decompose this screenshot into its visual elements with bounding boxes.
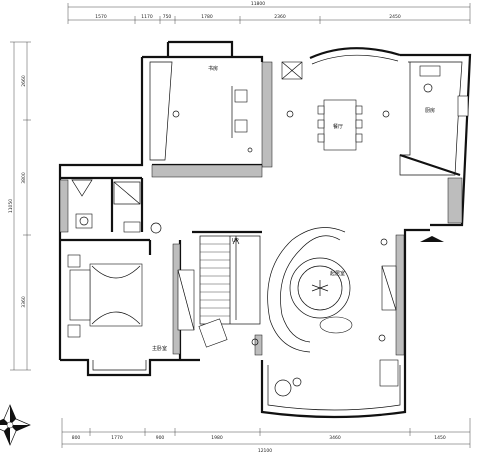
- lounge-chair: [319, 316, 353, 334]
- bottom-dim-seg-5: 3460: [329, 435, 341, 441]
- dining-table: [323, 99, 357, 151]
- compass-icon: [0, 404, 31, 446]
- bed-headboard: [69, 269, 91, 321]
- rug-circle: [289, 257, 351, 319]
- bottom-dim-seg-4: 1980: [211, 435, 223, 441]
- top-dim-seg-4: 1780: [201, 14, 213, 20]
- bath-fixture: [75, 213, 93, 229]
- living-floor-lamp-icon: [251, 338, 259, 346]
- study-chair-1: [234, 89, 248, 103]
- exterior-walls: [58, 40, 472, 419]
- living-light-icon: [382, 110, 390, 118]
- dining-label: 餐厅: [333, 123, 343, 130]
- living-room: 起居室: [198, 227, 397, 353]
- balcony-table-icon: [274, 379, 292, 397]
- dining-light-icon: [286, 110, 294, 118]
- entrance-arrow-icon: [420, 236, 444, 242]
- nightstand-top: [67, 254, 81, 268]
- left-dim-overall: 11050: [8, 199, 14, 213]
- study-room: 书房: [149, 61, 303, 161]
- armchair: [198, 318, 228, 348]
- top-dim-seg-2: 1170: [141, 14, 153, 20]
- kitchen-stove: [457, 95, 469, 117]
- left-dim-seg-1: 2660: [21, 75, 27, 87]
- top-dim-seg-6: 2450: [389, 14, 401, 20]
- living-corner-light-icon: [378, 334, 386, 342]
- master-bedroom-label: 主卧室: [152, 345, 167, 352]
- potted-plant-icon: [311, 280, 329, 296]
- bottom-dim-overall: 12100: [258, 448, 272, 454]
- washbasin: [123, 221, 141, 233]
- balcony-planter: [379, 359, 399, 387]
- study-light-icon: [172, 110, 180, 118]
- dining-area: 餐厅: [286, 99, 390, 151]
- stair-up-label: UP: [232, 238, 239, 244]
- top-dimension-line: 11800 1570 1170 750 1780 2360 2450: [67, 1, 471, 24]
- left-dim-seg-3: 3360: [21, 296, 27, 308]
- kitchen-label: 厨房: [425, 107, 435, 114]
- kitchen-sink: [419, 65, 441, 77]
- living-wall-light-icon: [380, 238, 388, 246]
- left-dim-seg-2: 3800: [21, 172, 27, 184]
- study-chair-2: [234, 119, 248, 133]
- balcony-plant-icon: [292, 377, 302, 387]
- master-bedroom: 主卧室: [67, 254, 195, 352]
- hatched-wall-blocks: [59, 61, 463, 356]
- bottom-dim-seg-3: 900: [156, 435, 165, 441]
- bed: [89, 263, 143, 327]
- left-dimension-line: 11050 2660 3800 3360: [8, 41, 31, 371]
- top-dim-seg-1: 1570: [95, 14, 107, 20]
- staircase: UP: [199, 235, 261, 325]
- bottom-dimension-line: 800 1770 900 1980 3460 1450 12100: [61, 418, 471, 454]
- bottom-dim-seg-1: 800: [72, 435, 81, 441]
- toilet-icon: [79, 216, 89, 226]
- top-dim-overall: 11800: [251, 1, 265, 7]
- balcony: [274, 359, 399, 397]
- bathroom-area: [71, 179, 162, 234]
- study-light-icon-2: [247, 147, 253, 153]
- bottom-dim-seg-6: 1450: [434, 435, 446, 441]
- kitchen-area: 厨房: [399, 61, 469, 176]
- plant-icon: [150, 222, 162, 234]
- closet-box: [113, 181, 141, 205]
- living-room-label: 起居室: [330, 270, 345, 277]
- coffee-table: [297, 265, 343, 311]
- top-dim-seg-5: 2360: [274, 14, 286, 20]
- study-label: 书房: [208, 65, 218, 72]
- bottom-dim-seg-2: 1770: [111, 435, 123, 441]
- kitchen-stool-icon: [423, 83, 433, 93]
- nightstand-bottom: [67, 324, 81, 338]
- top-dim-seg-3: 750: [163, 14, 172, 20]
